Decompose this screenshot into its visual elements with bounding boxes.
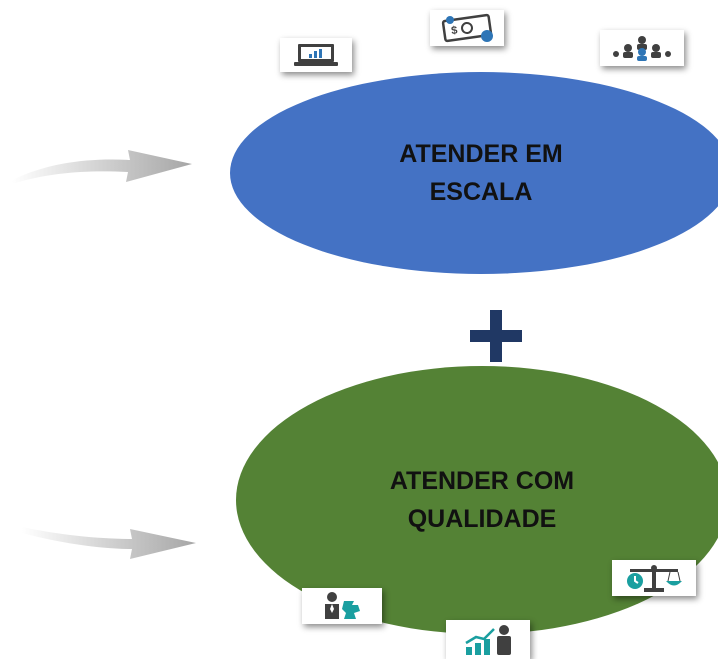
laptop-chart-icon [280,38,352,72]
node-scale-line2: ESCALA [429,178,533,206]
node-quality-line2: QUALIDADE [407,505,557,533]
curved-arrow-top [12,150,192,184]
people-hierarchy-icon [600,30,684,66]
curved-arrow-bottom [22,527,196,559]
growth-person-icon [446,620,530,659]
node-scale: ATENDER EM ESCALA [230,72,718,274]
money-icon: $ [430,10,504,46]
node-scale-line1: ATENDER EM [399,140,563,168]
node-quality-line1: ATENDER COM [389,467,575,495]
svg-text:$: $ [450,24,458,37]
person-puzzle-icon [302,588,382,624]
balance-scale-icon [612,560,696,596]
plus-icon [470,310,522,362]
